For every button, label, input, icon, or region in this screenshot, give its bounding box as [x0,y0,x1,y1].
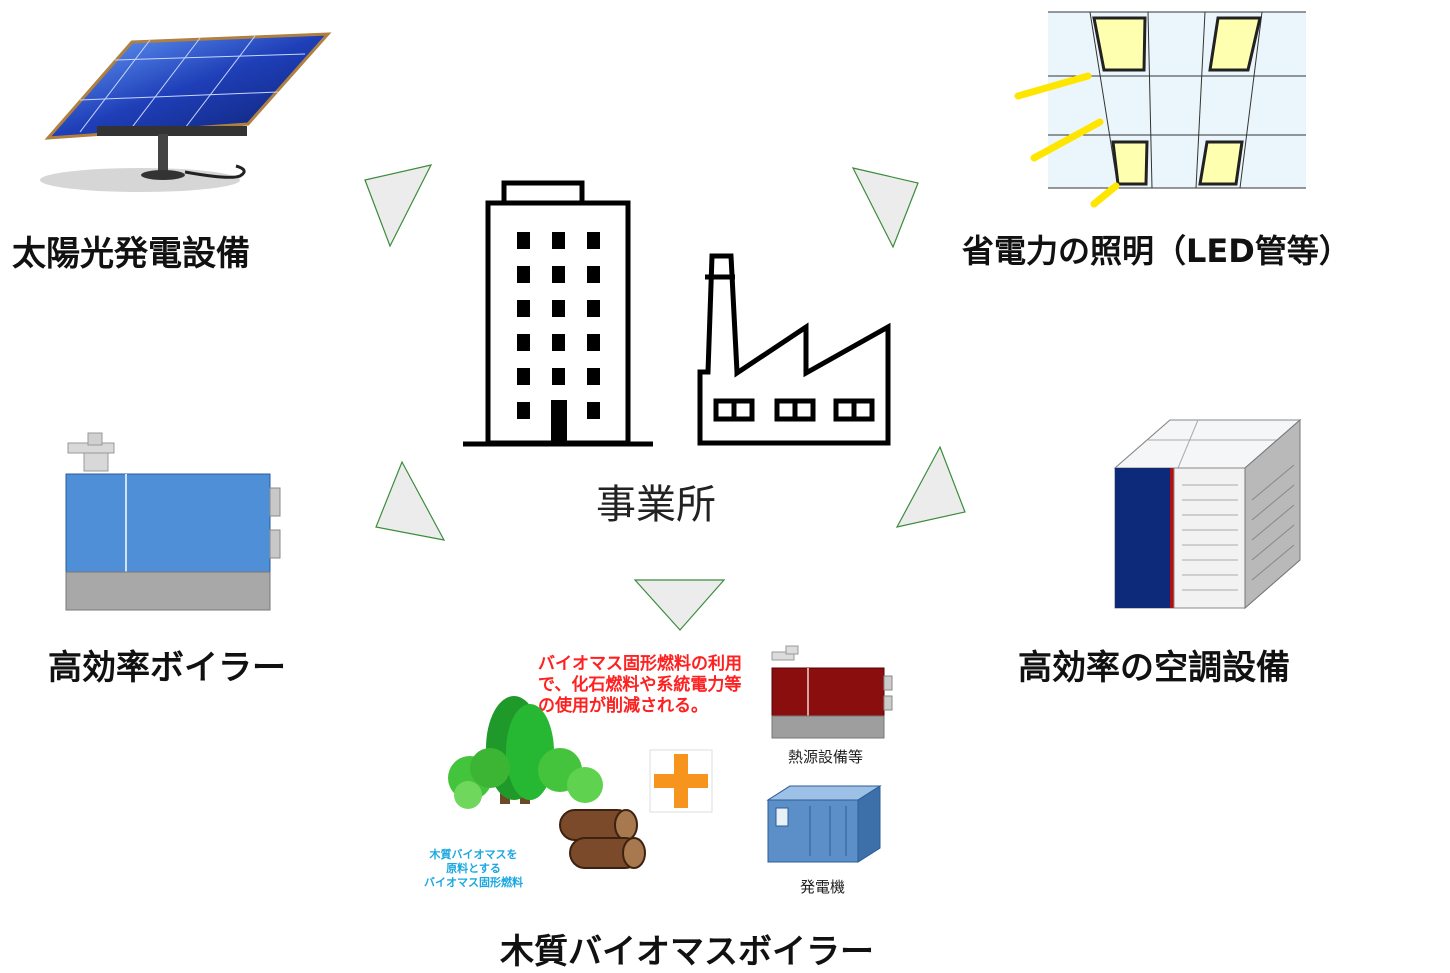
generator-caption: 発電機 [800,878,846,896]
biomass-note: バイオマス固形燃料の利用 で、化石燃料や系統電力等 の使用が削減される。 [538,654,742,716]
heat-source-caption: 熱源設備等 [788,748,864,766]
biomass-fuel-note: 木質バイオマスを 原料とする バイオマス固形燃料 [424,848,523,889]
boiler-label: 高効率ボイラー [48,648,286,688]
aircon-label: 高効率の空調設備 [1018,648,1290,688]
center-label: 事業所 [596,482,716,528]
solar-label: 太陽光発電設備 [12,234,250,274]
led-label: 省電力の照明（LED管等） [962,232,1351,270]
biomass-label: 木質バイオマスボイラー [500,932,874,972]
